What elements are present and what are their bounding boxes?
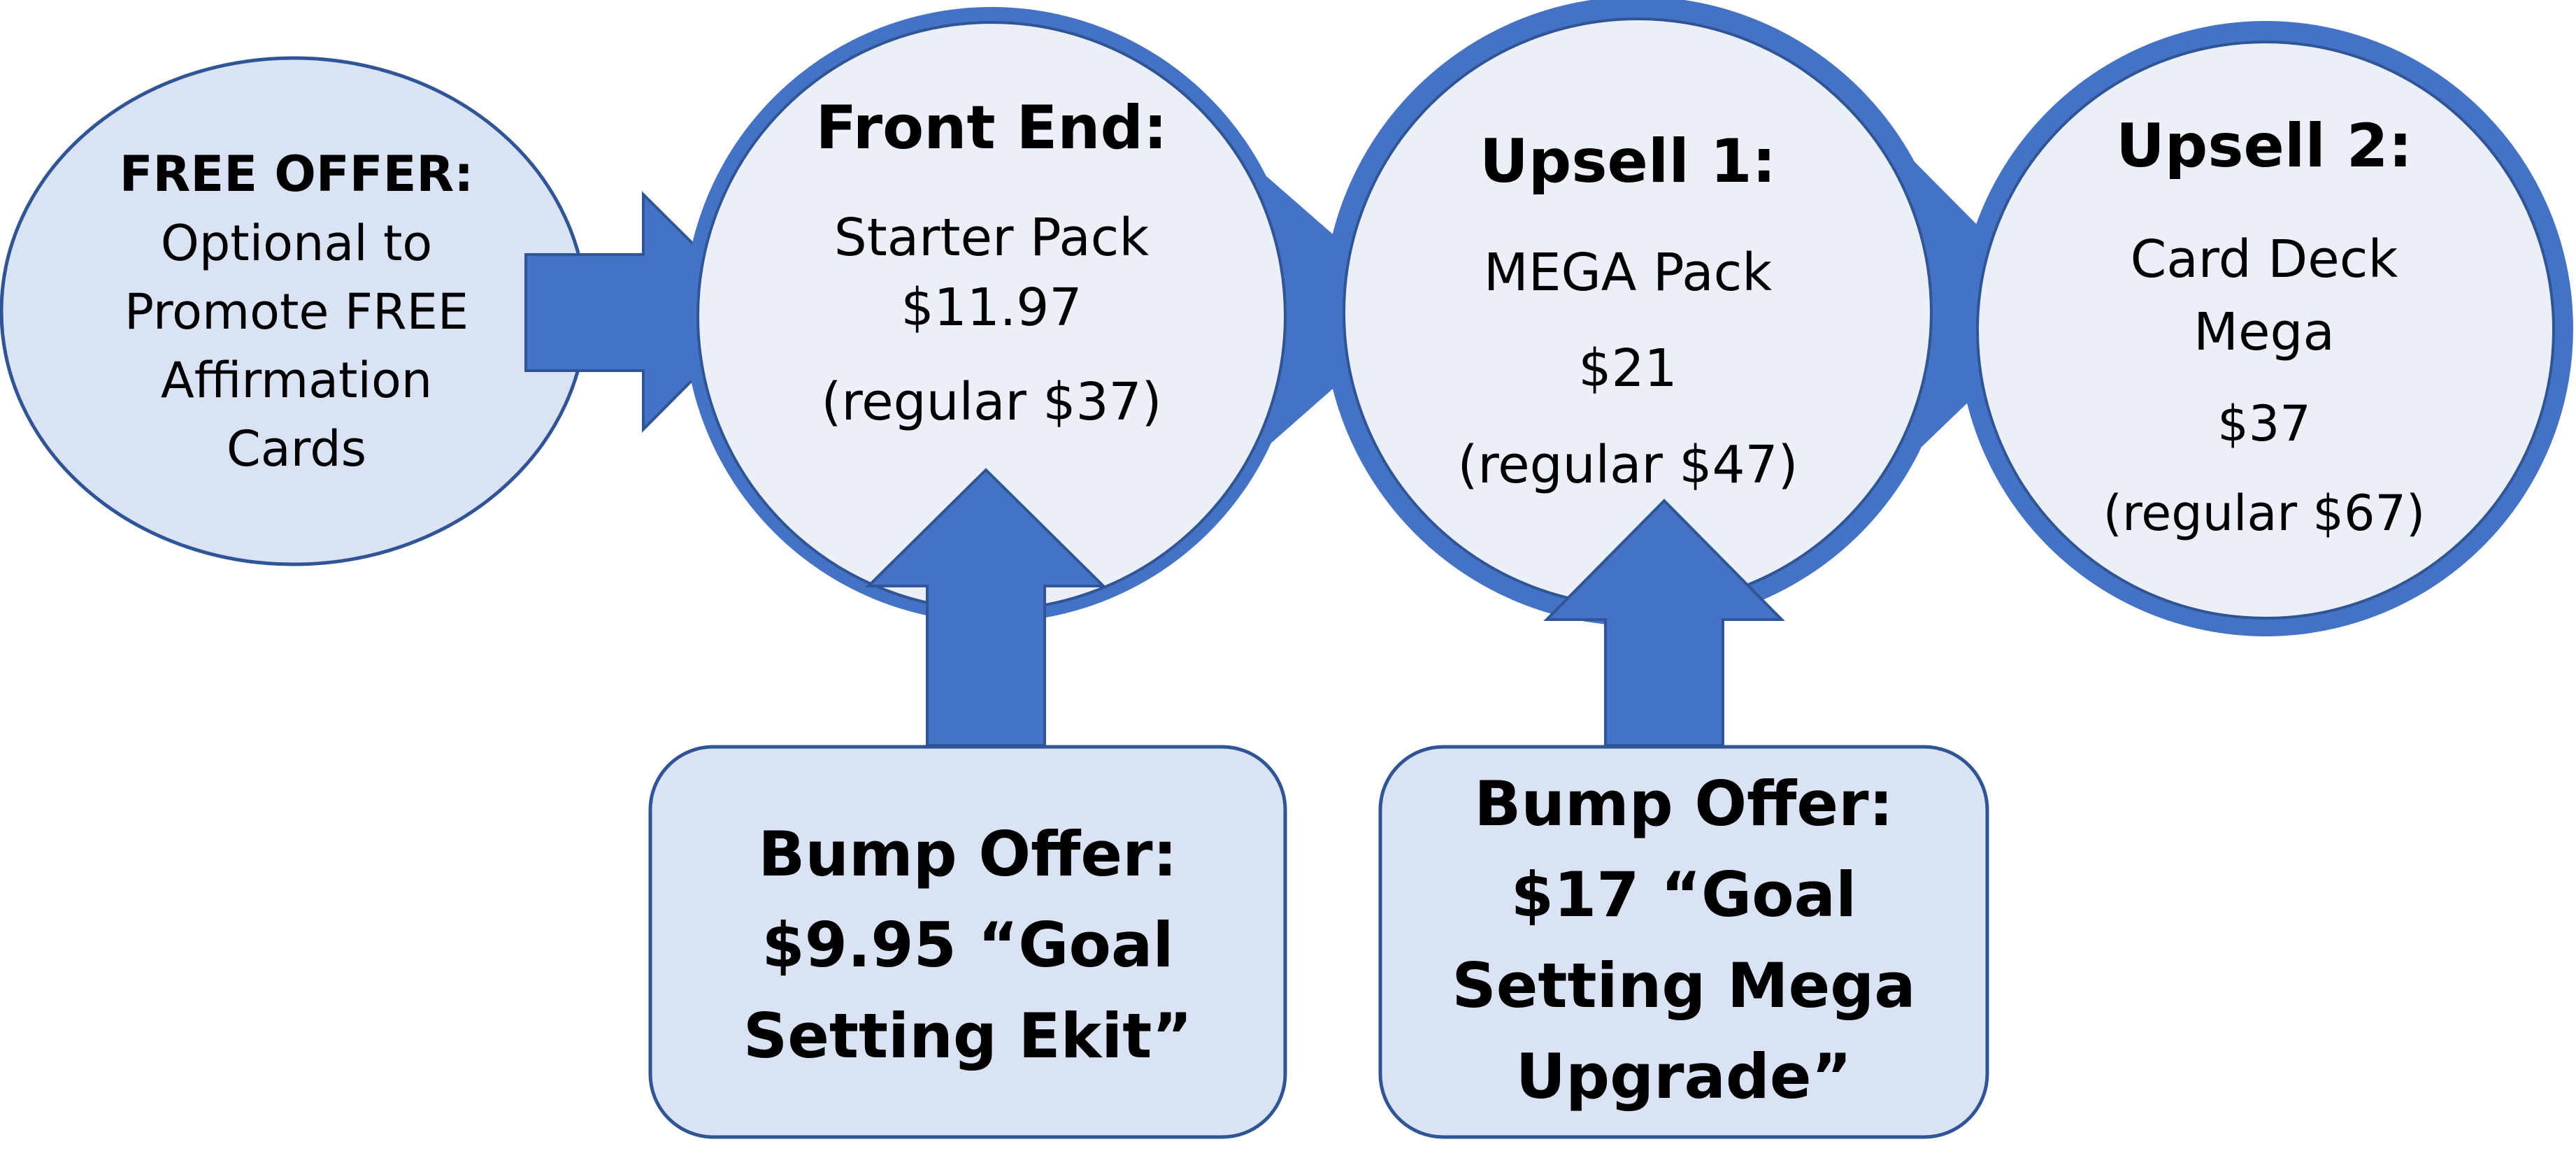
bump-offer-1-line: Setting Ekit” (743, 1000, 1192, 1072)
bump-offer-2-line: $17 “Goal (1511, 859, 1856, 931)
upsell-1-heading: Upsell 1: (1480, 127, 1776, 196)
free-offer-line: Promote FREE (124, 283, 468, 341)
upsell-2-product-line: Card Deck (2131, 229, 2398, 290)
free-offer-line: Optional to (161, 215, 433, 272)
front-end-price: $11.97 (901, 278, 1082, 338)
bump-offer-2-line: Upgrade” (1516, 1041, 1852, 1113)
upsell-1-price: $21 (1578, 338, 1677, 399)
upsell-1-regular-price: (regular $47) (1457, 435, 1798, 495)
upsell-1-node (1343, 17, 1933, 608)
arrow-bump-2-to-upsell-1 (1543, 499, 1785, 747)
arrow-bump-1-to-front-end (865, 468, 1107, 747)
free-offer-heading: FREE OFFER: (120, 145, 474, 203)
front-end-heading: Front End: (816, 93, 1168, 163)
free-offer-line: Affirmation (161, 352, 432, 409)
front-end-regular-price: (regular $37) (821, 372, 1161, 432)
upsell-2-heading: Upsell 2: (2116, 111, 2412, 181)
bump-offer-1-line: $9.95 “Goal (761, 909, 1173, 981)
upsell-2-price: $37 (2217, 395, 2311, 452)
free-offer-line: Cards (227, 420, 366, 478)
upsell-2-node (1976, 41, 2555, 620)
upsell-1-product: MEGA Pack (1484, 243, 1772, 303)
bump-offer-2-line: Bump Offer: (1474, 768, 1893, 840)
upsell-2-product-line: Mega (2194, 302, 2335, 362)
upsell-2-regular-price: (regular $67) (2103, 485, 2426, 542)
bump-offer-2-line: Setting Mega (1452, 950, 1915, 1022)
bump-offer-1-line: Bump Offer: (758, 818, 1177, 890)
front-end-product: Starter Pack (834, 208, 1150, 268)
